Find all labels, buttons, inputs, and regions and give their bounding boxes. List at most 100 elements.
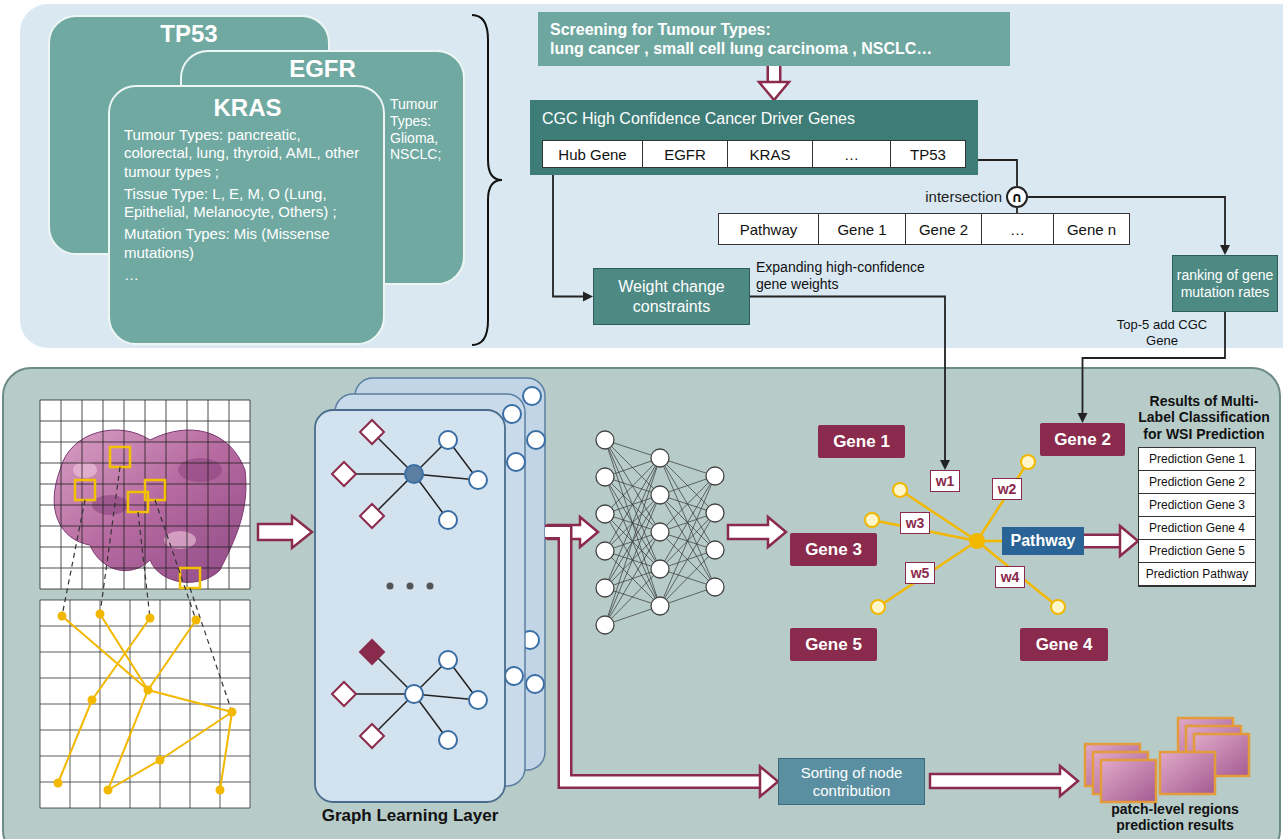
nn-neurons [596, 431, 724, 634]
cell-text: Gene 1 [837, 221, 886, 238]
diamond [332, 462, 356, 486]
hollow-arrow [545, 532, 778, 797]
w-text: w4 [1001, 569, 1020, 585]
patch-grid [40, 400, 250, 589]
graph-dot [104, 786, 113, 795]
hollow-arrow [258, 516, 312, 548]
neuron [651, 523, 669, 541]
selected-patches [75, 447, 200, 588]
weight-box: w3 [900, 512, 930, 534]
gene-card: KRASTumour Types: pancreatic, colorectal… [108, 85, 385, 345]
table-cell: Hub Gene [542, 140, 643, 168]
gene-node: Gene 5 [790, 628, 877, 661]
hollow-arrow [1084, 526, 1138, 556]
patch-thumbnails [1085, 718, 1249, 802]
tissue-spot [73, 462, 97, 478]
gene-dot [1021, 455, 1035, 469]
table-cell: KRAS [727, 140, 813, 168]
layer-links [344, 432, 478, 740]
diamond [360, 724, 384, 748]
cell-text: … [844, 146, 859, 163]
patch-box [110, 447, 130, 467]
card-text: Tissue Type: L, E, M, O (Lung, Epithelia… [124, 185, 371, 222]
arrow-outline [767, 66, 782, 82]
neuron [596, 616, 614, 634]
slide-ground [40, 400, 250, 589]
cell-text: Pathway [740, 221, 798, 238]
graph-dot [228, 708, 237, 717]
w-text: w2 [998, 481, 1017, 497]
graph-dot [156, 756, 165, 765]
graph-dot [146, 614, 155, 623]
gene-text: Gene 5 [805, 635, 862, 655]
circle [439, 431, 457, 449]
graph-dot [54, 779, 63, 788]
tissue-spot [164, 531, 196, 549]
card-title: TP53 [50, 17, 328, 48]
bottom-panel [3, 368, 1280, 839]
neuron [651, 449, 669, 467]
table-cell: Gene 2 [905, 213, 982, 245]
connector-line [1028, 197, 1225, 245]
edge-label: Top-5 add CGC Gene [1107, 317, 1217, 348]
card-text: … [124, 266, 371, 284]
edge-label: Expanding high-confidence gene weights [756, 259, 939, 293]
neuron [596, 505, 614, 523]
circle [439, 731, 457, 749]
card-text: Tumour Types: pancreatic, colorectal, lu… [124, 126, 371, 181]
sort-text: Sorting of node contribution [787, 764, 916, 800]
connector [553, 175, 593, 302]
process-box: ranking of gene mutation rates [1172, 255, 1278, 312]
res-row: Prediction Gene 5 [1139, 540, 1255, 563]
patch-graph-edges [58, 614, 232, 790]
neuron [651, 486, 669, 504]
neuron [706, 504, 724, 522]
graph-grid [40, 600, 250, 808]
gene-dot [893, 483, 907, 497]
patch-graph-nodes [54, 610, 237, 795]
cell-text: … [1010, 221, 1025, 238]
graph-dot [88, 696, 97, 705]
layer-circle [507, 453, 525, 471]
neuron [706, 541, 724, 559]
hollow-arrow [728, 517, 786, 547]
pathway-dot [969, 533, 985, 549]
patch-box [180, 568, 200, 588]
card-text: Mutation Types: Mis (Missense mutations) [124, 225, 371, 262]
pathway-node: Pathway [1002, 527, 1084, 555]
mapping-lines [62, 467, 232, 712]
inter-head: intersection [925, 188, 1002, 205]
table-cell: TP53 [890, 140, 966, 168]
neuron [706, 578, 724, 596]
table-cell: … [981, 213, 1054, 245]
patch-box [75, 480, 95, 500]
gene-text: Gene 4 [1036, 635, 1093, 655]
cgc-head: CGC High Confidence Cancer Driver Genes [530, 100, 978, 128]
layer-circle [505, 667, 523, 685]
res-row: Prediction Gene 1 [1139, 448, 1255, 471]
neuron [651, 560, 669, 578]
process-box: Weight change constraints [593, 268, 750, 325]
egfr-body: Tumour Types: Glioma, NSCLC; [390, 96, 460, 163]
cell-text: Gene n [1067, 221, 1116, 238]
top-panel [20, 4, 1283, 348]
connector [978, 160, 1017, 186]
gene-node: Gene 4 [1020, 628, 1108, 661]
screen-text: lung cancer , small cell lung carcinoma … [550, 39, 998, 58]
graph-dot [144, 686, 153, 695]
diamond [360, 420, 384, 444]
neuron [596, 431, 614, 449]
arrow-body [769, 66, 779, 82]
layer-circle [523, 387, 541, 405]
circle [439, 511, 457, 529]
weight-box: w2 [992, 478, 1022, 500]
patch-thumb [1160, 752, 1215, 794]
weight-box: w5 [905, 562, 935, 584]
dot [407, 583, 414, 590]
arrow-outline [545, 532, 760, 782]
patch-thumb [1101, 760, 1156, 802]
screen-text: Screening for Tumour Types: [550, 20, 998, 39]
layer-circle [503, 405, 521, 423]
circle [405, 465, 423, 483]
